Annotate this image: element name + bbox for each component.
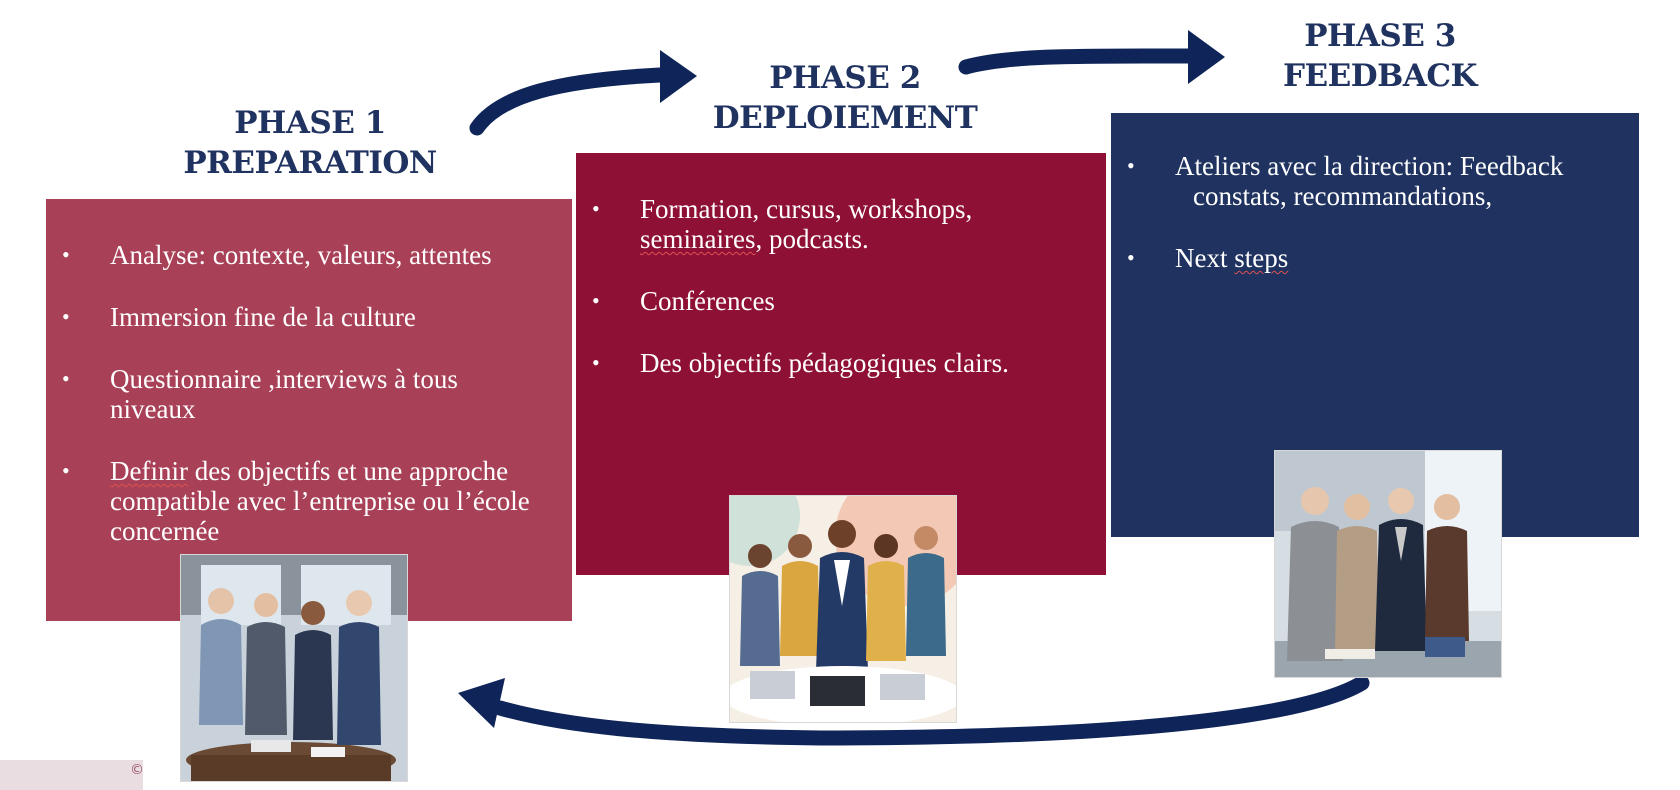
phase3-item-next-steps-text: Next	[1175, 243, 1235, 273]
copyright-mark: ©	[130, 762, 144, 778]
phase2-item-formation-rest: , podcasts.	[755, 224, 869, 254]
phase1-box: Analyse: contexte, valeurs, attentes Imm…	[46, 199, 572, 621]
phase3-title-name: FEEDBACK	[1282, 58, 1478, 94]
phase2-title-name: DEPLOIEMENT	[712, 100, 978, 136]
cycle-arrows	[458, 30, 1370, 746]
phase3-item-next-steps-word: steps	[1234, 243, 1289, 273]
phase3-item-ateliers-line1: Ateliers avec la direction: Feedback	[1175, 151, 1564, 181]
phase2-list: Formation, cursus, workshops,seminaires,…	[576, 194, 1106, 378]
phase2-title-number: PHASE 2	[769, 60, 921, 96]
phase2-title: PHASE 2 DEPLOIEMENT	[690, 58, 1000, 138]
phase2-item-objectifs: Des objectifs pédagogiques clairs.	[576, 348, 1106, 378]
phase1-item-objectifs: Definir des objectifs et une approchecom…	[46, 456, 572, 546]
phase3-list: Ateliers avec la direction: Feedbackcons…	[1111, 151, 1639, 273]
phase3-title: PHASE 3 FEEDBACK	[1230, 16, 1530, 96]
executive-team-image	[1275, 451, 1501, 677]
company-logo	[0, 760, 143, 790]
business-meeting-image	[181, 555, 407, 781]
phase3-title-number: PHASE 3	[1304, 18, 1456, 54]
phase1-item-questionnaire: Questionnaire ,interviews à tous niveaux	[46, 364, 572, 424]
arrow-phase3-to-phase1	[458, 675, 1370, 746]
phase3-item-ateliers-line2: constats, recommandations,	[1193, 181, 1493, 211]
phase1-title-number: PHASE 1	[234, 105, 386, 141]
phase1-item-analyse: Analyse: contexte, valeurs, attentes	[46, 240, 572, 270]
phase2-item-conferences: Conférences	[576, 286, 1106, 316]
phase2-item-formation-word: seminaires	[640, 224, 756, 254]
phase2-item-formation-line1: Formation, cursus, workshops,	[640, 194, 973, 224]
phase1-photo	[180, 554, 408, 782]
phase1-item-objectifs-rest: des objectifs et une approche	[187, 456, 509, 486]
phase1-list: Analyse: contexte, valeurs, attentes Imm…	[46, 240, 572, 546]
phase2-item-formation: Formation, cursus, workshops,seminaires,…	[576, 194, 1106, 254]
phase1-item-objectifs-line2: compatible avec l’entreprise ou l’école …	[110, 486, 530, 546]
phase2-photo	[729, 495, 957, 723]
phase3-item-ateliers: Ateliers avec la direction: Feedbackcons…	[1111, 151, 1639, 211]
phase3-photo	[1274, 450, 1502, 678]
phase1-item-objectifs-word: Definir	[110, 456, 188, 486]
phase1-title-name: PREPARATION	[183, 145, 437, 181]
arrow-phase2-to-phase3	[958, 30, 1225, 84]
phase1-title: PHASE 1 PREPARATION	[160, 103, 460, 183]
training-group-image	[730, 496, 956, 722]
arrow-phase1-to-phase2	[469, 50, 697, 136]
phase3-item-next-steps: Next steps	[1111, 243, 1639, 273]
phase1-item-immersion: Immersion fine de la culture	[46, 302, 572, 332]
